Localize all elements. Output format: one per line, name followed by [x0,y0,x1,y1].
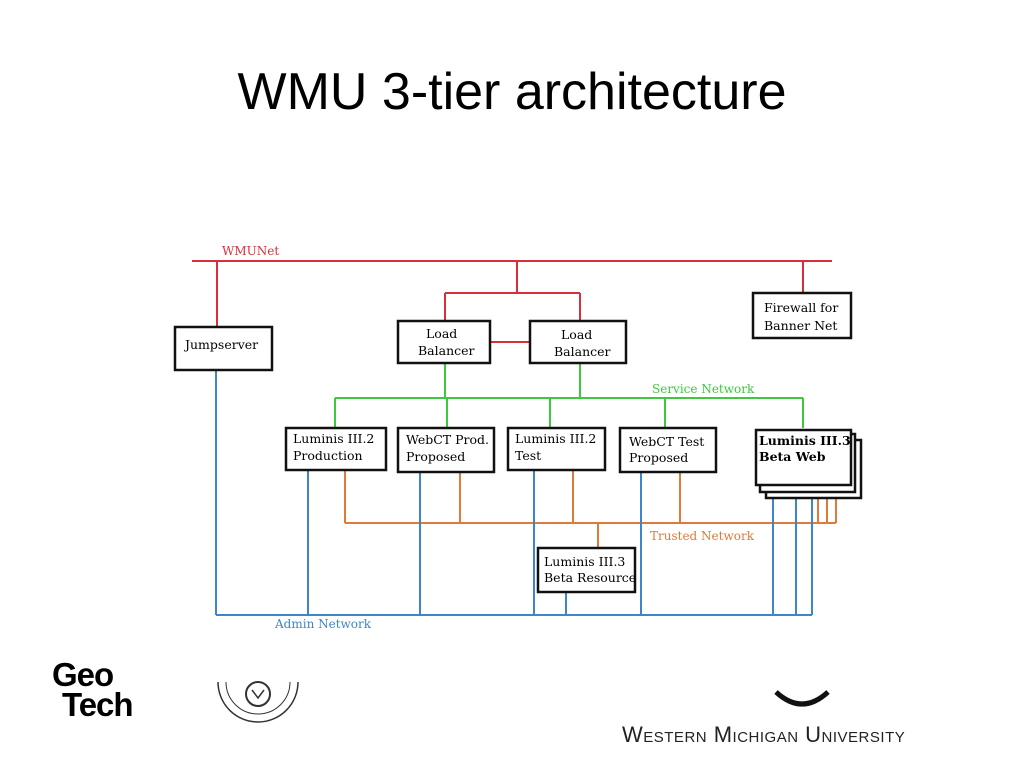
svg-text:Load: Load [561,327,592,342]
svg-text:WebCT Prod.: WebCT Prod. [406,432,489,447]
georgia-tech-seal-icon [217,681,299,723]
beta-web-stack [754,428,863,500]
wmu-logo-text: Western Michigan University [622,722,906,747]
svg-text:Luminis III.2: Luminis III.2 [515,431,596,446]
svg-text:Production: Production [293,448,363,463]
svg-text:WebCT Test: WebCT Test [629,434,704,449]
georgia-tech-logo-line2: Tech [62,686,134,723]
wmunet-label: WMUNet [222,244,279,258]
svg-text:Banner Net: Banner Net [764,318,837,333]
svg-text:Beta Web: Beta Web [759,449,826,464]
svg-text:Load: Load [426,326,457,341]
svg-text:Balancer: Balancer [418,343,475,358]
node-jumpserver: Jumpserver [173,325,274,372]
node-firewall: Firewall for Banner Net [751,291,853,340]
node-load-balancer-2: Load Balancer [528,319,628,365]
service-network-lines [334,363,804,428]
svg-text:Firewall for: Firewall for [764,300,838,315]
svg-text:Test: Test [515,448,541,463]
slide-title: WMU 3-tier architecture [237,63,787,121]
admin-network-label: Admin Network [274,617,372,631]
svg-text:Proposed: Proposed [406,449,465,464]
svg-text:Luminis III.2: Luminis III.2 [293,431,374,446]
node-luminis-prod: Luminis III.2 Production [284,426,388,472]
wmu-mark-icon [774,690,830,707]
service-network-label: Service Network [652,382,755,396]
georgia-tech-logo-line1: Geo [52,656,114,693]
node-webct-test: WebCT Test Proposed [618,426,718,474]
svg-text:Jumpserver: Jumpserver [183,337,258,352]
svg-text:Balancer: Balancer [554,344,611,359]
svg-text:Proposed: Proposed [629,450,688,465]
svg-text:Luminis III.3: Luminis III.3 [544,554,625,569]
node-luminis-beta-resource: Luminis III.3 Beta Resource [536,546,637,594]
node-load-balancer-1: Load Balancer [396,319,492,365]
node-webct-prod: WebCT Prod. Proposed [396,426,496,474]
svg-text:Beta Resource: Beta Resource [544,570,636,585]
node-luminis-test: Luminis III.2 Test [506,426,607,472]
admin-network-lines [215,370,813,616]
wmunet-lines [192,260,832,343]
trusted-network-label: Trusted Network [650,529,755,543]
svg-text:Luminis III.3: Luminis III.3 [759,433,851,448]
georgia-tech-logo: Geo Tech [52,658,134,723]
node-luminis-beta-web: Luminis III.3 Beta Web [759,433,851,464]
